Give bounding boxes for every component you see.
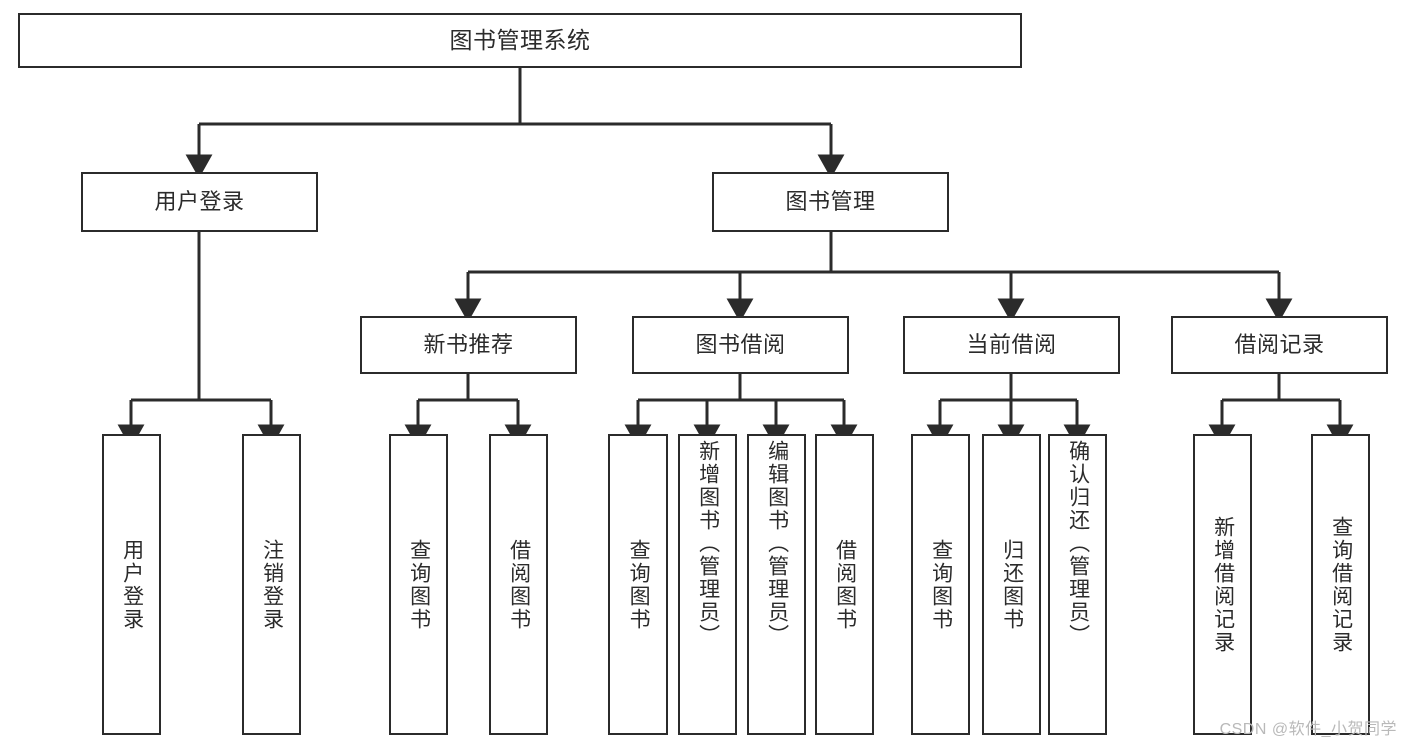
node-leaf-query-book-borrow[interactable]: 查询图书 [608, 434, 668, 735]
node-label: 借阅图书 [833, 538, 857, 631]
node-label: 新增借阅记录 [1211, 515, 1235, 654]
node-label: 图书管理 [785, 188, 876, 214]
node-label: 查询借阅记录 [1329, 515, 1353, 654]
node-current-borrow[interactable]: 当前借阅 [903, 316, 1120, 374]
node-leaf-query-book-recommend[interactable]: 查询图书 [389, 434, 448, 735]
node-leaf-query-book-current[interactable]: 查询图书 [911, 434, 970, 735]
node-leaf-add-book-admin[interactable]: 新增图书（管理员） [678, 434, 737, 735]
node-leaf-add-borrow-record[interactable]: 新增借阅记录 [1193, 434, 1252, 735]
node-label: 当前借阅 [966, 331, 1057, 357]
node-book-borrow[interactable]: 图书借阅 [632, 316, 849, 374]
node-label: 图书管理系统 [449, 26, 591, 53]
node-label: 确认归还（管理员） [1066, 440, 1090, 647]
node-label: 新书推荐 [423, 331, 514, 357]
node-leaf-confirm-return-admin[interactable]: 确认归还（管理员） [1048, 434, 1107, 735]
watermark-text: CSDN @软件_小贺同学 [1219, 721, 1397, 738]
node-leaf-borrow-book[interactable]: 借阅图书 [815, 434, 874, 735]
node-label: 借阅记录 [1234, 331, 1325, 357]
node-book-management[interactable]: 图书管理 [712, 172, 949, 232]
node-label: 编辑图书（管理员） [765, 440, 789, 647]
node-label: 归还图书 [1000, 538, 1024, 631]
node-label: 用户登录 [154, 188, 245, 214]
node-user-login[interactable]: 用户登录 [81, 172, 318, 232]
node-leaf-query-borrow-record[interactable]: 查询借阅记录 [1311, 434, 1370, 735]
node-label: 用户登录 [120, 538, 144, 631]
node-leaf-borrow-book-recommend[interactable]: 借阅图书 [489, 434, 548, 735]
node-label: 借阅图书 [507, 538, 531, 631]
node-label: 图书借阅 [695, 331, 786, 357]
node-leaf-user-login[interactable]: 用户登录 [102, 434, 161, 735]
node-new-book-recommend[interactable]: 新书推荐 [360, 316, 577, 374]
node-root-system[interactable]: 图书管理系统 [18, 13, 1022, 68]
node-label: 注销登录 [260, 538, 284, 631]
node-leaf-return-book[interactable]: 归还图书 [982, 434, 1041, 735]
node-label: 查询图书 [627, 538, 651, 631]
node-label: 查询图书 [929, 538, 953, 631]
node-borrow-record[interactable]: 借阅记录 [1171, 316, 1388, 374]
node-leaf-logout[interactable]: 注销登录 [242, 434, 301, 735]
node-label: 新增图书（管理员） [696, 440, 720, 647]
node-leaf-edit-book-admin[interactable]: 编辑图书（管理员） [747, 434, 806, 735]
node-label: 查询图书 [407, 538, 431, 631]
